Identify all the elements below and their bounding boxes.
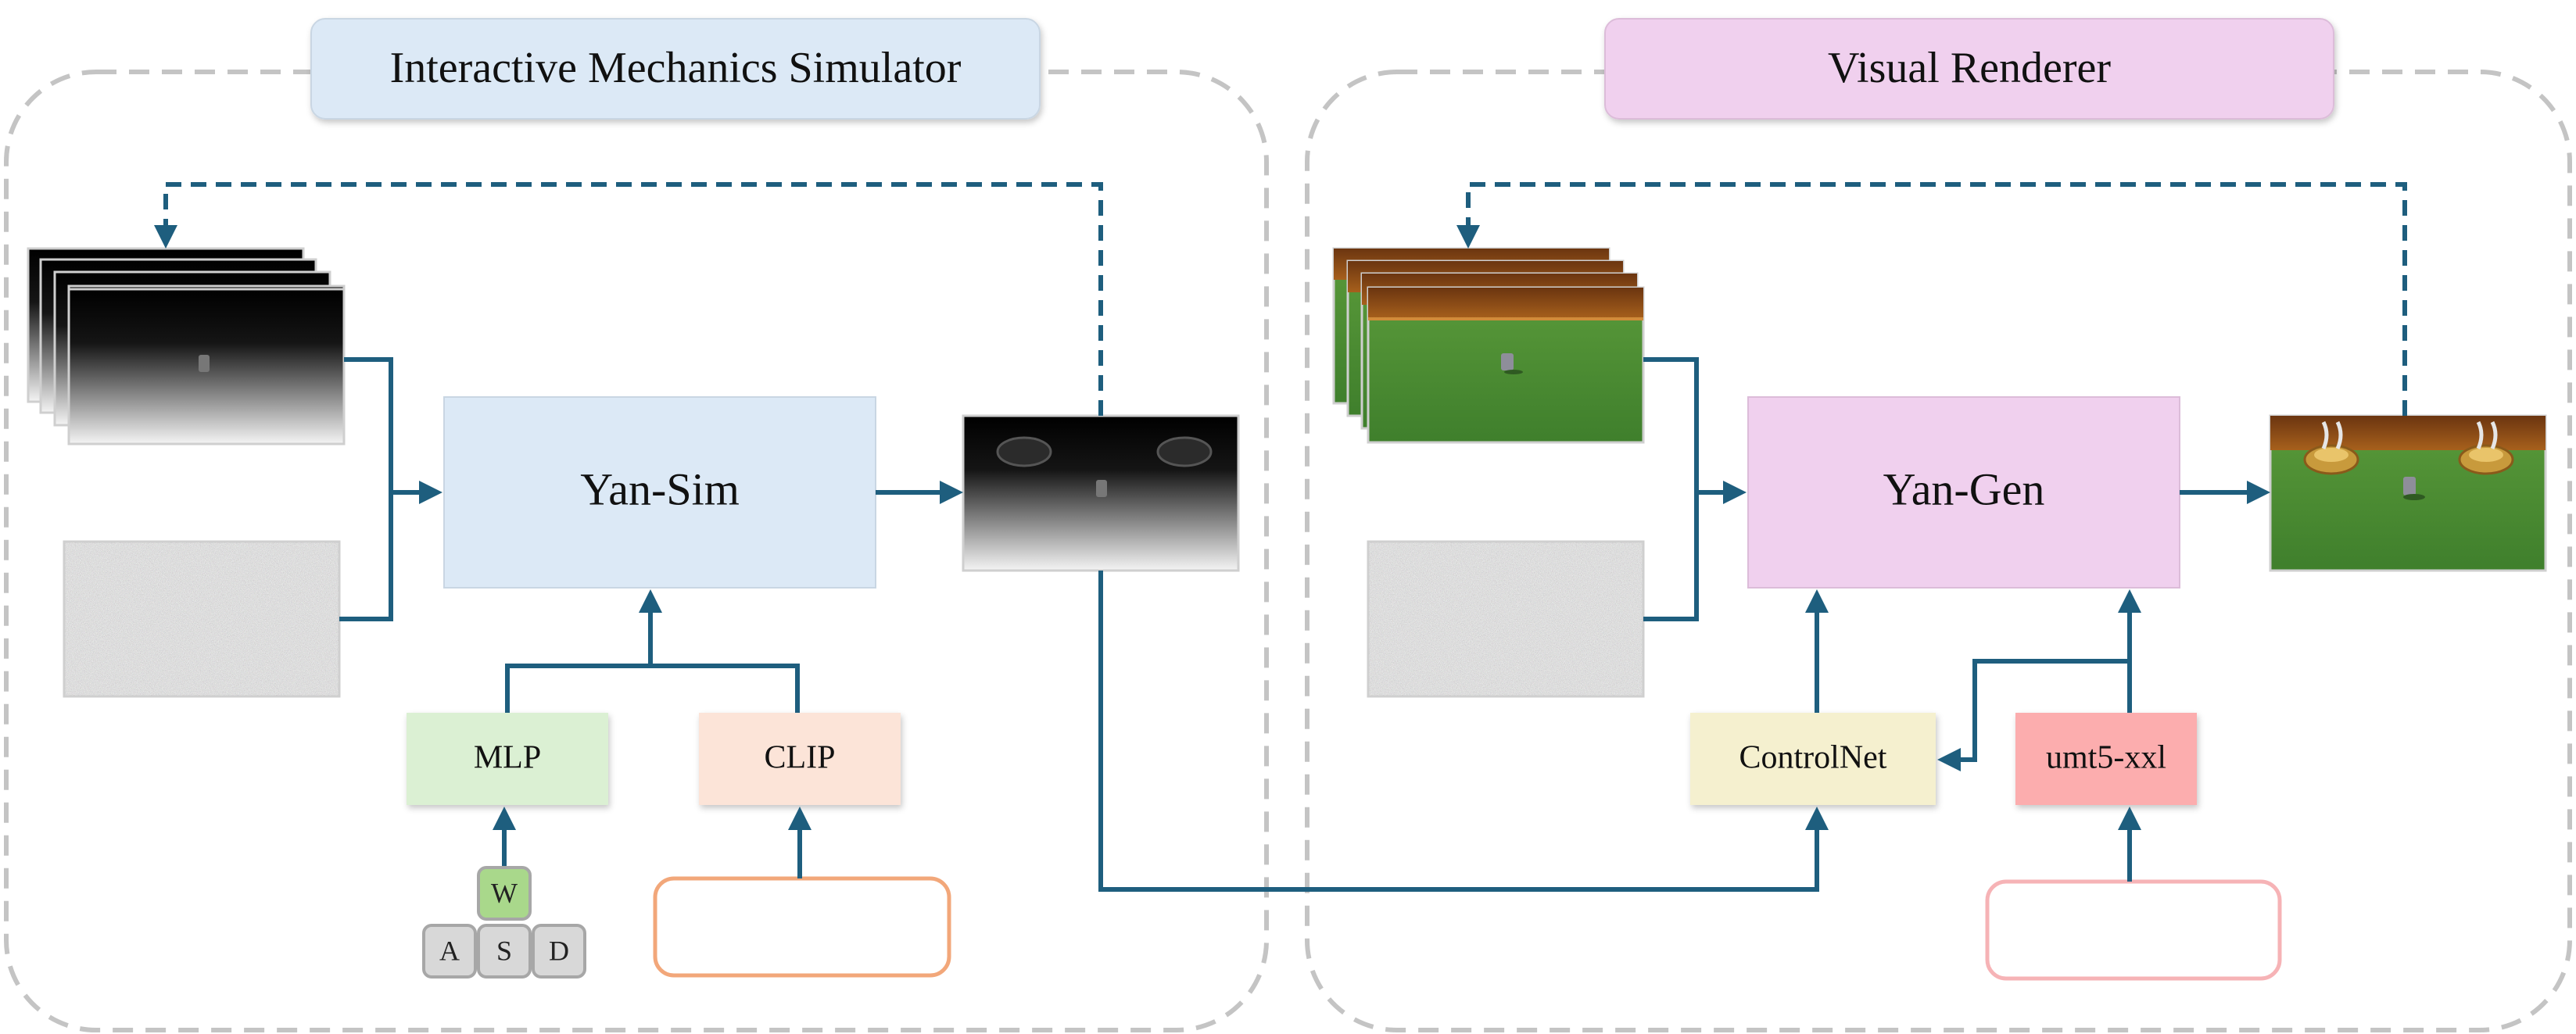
key-w[interactable]: W [477, 866, 532, 921]
clip-label: CLIP [764, 740, 835, 776]
umt5-to-controlnet-arrow [1937, 659, 2130, 771]
renderer-feedback-loop [1456, 182, 2407, 416]
game-frame-stack [1332, 247, 1645, 444]
mlp-box [407, 713, 608, 805]
renderer-title-box [1604, 18, 2334, 120]
key-a-label: A [439, 935, 460, 966]
key-a[interactable]: A [422, 924, 477, 979]
yan-gen-box [1747, 396, 2180, 589]
mlp-to-yan-sim-connector [505, 664, 800, 713]
noise-to-yan-gen-connector [1643, 492, 1699, 621]
yan-sim-box [443, 396, 876, 589]
depth-frame-stack [27, 247, 346, 445]
umt5-box [2015, 713, 2197, 805]
controlnet-label: ControlNet [1739, 740, 1887, 776]
noise-to-yan-sim-connector [339, 492, 393, 621]
key-w-label: W [491, 877, 518, 908]
key-d[interactable]: D [532, 924, 586, 979]
key-d-label: D [549, 935, 569, 966]
game-frame-front [1367, 286, 1645, 444]
depth-to-yan-sim-arrow [344, 357, 442, 504]
renderer-title: Visual Renderer [1828, 44, 2111, 92]
frames-to-yan-gen-arrow [1643, 357, 1747, 504]
clip-prompt-box[interactable] [653, 876, 951, 978]
yan-gen-label: Yan-Gen [1883, 463, 2045, 514]
simulator-feedback-loop [154, 182, 1103, 416]
depth-frame-front [67, 288, 346, 445]
rendered-output-image [2269, 414, 2547, 572]
simulator-title: Interactive Mechanics Simulator [390, 44, 962, 92]
noise-image [64, 542, 339, 696]
clip-box [699, 713, 901, 805]
umt5-prompt-box[interactable] [1985, 879, 2282, 981]
simulator-title-box [310, 18, 1041, 120]
umt5-label: umt5-xxl [2046, 740, 2166, 776]
controlnet-box [1690, 713, 1936, 805]
key-s-label: S [496, 935, 512, 966]
noise-image-renderer [1368, 542, 1643, 696]
depth-output-image [962, 414, 1240, 572]
wasd-keys: W A S D [422, 866, 586, 979]
mlp-label: MLP [474, 740, 541, 776]
depth-to-controlnet-arrow [1098, 571, 1829, 892]
yan-sim-label: Yan-Sim [580, 463, 740, 514]
key-s[interactable]: S [477, 924, 532, 979]
